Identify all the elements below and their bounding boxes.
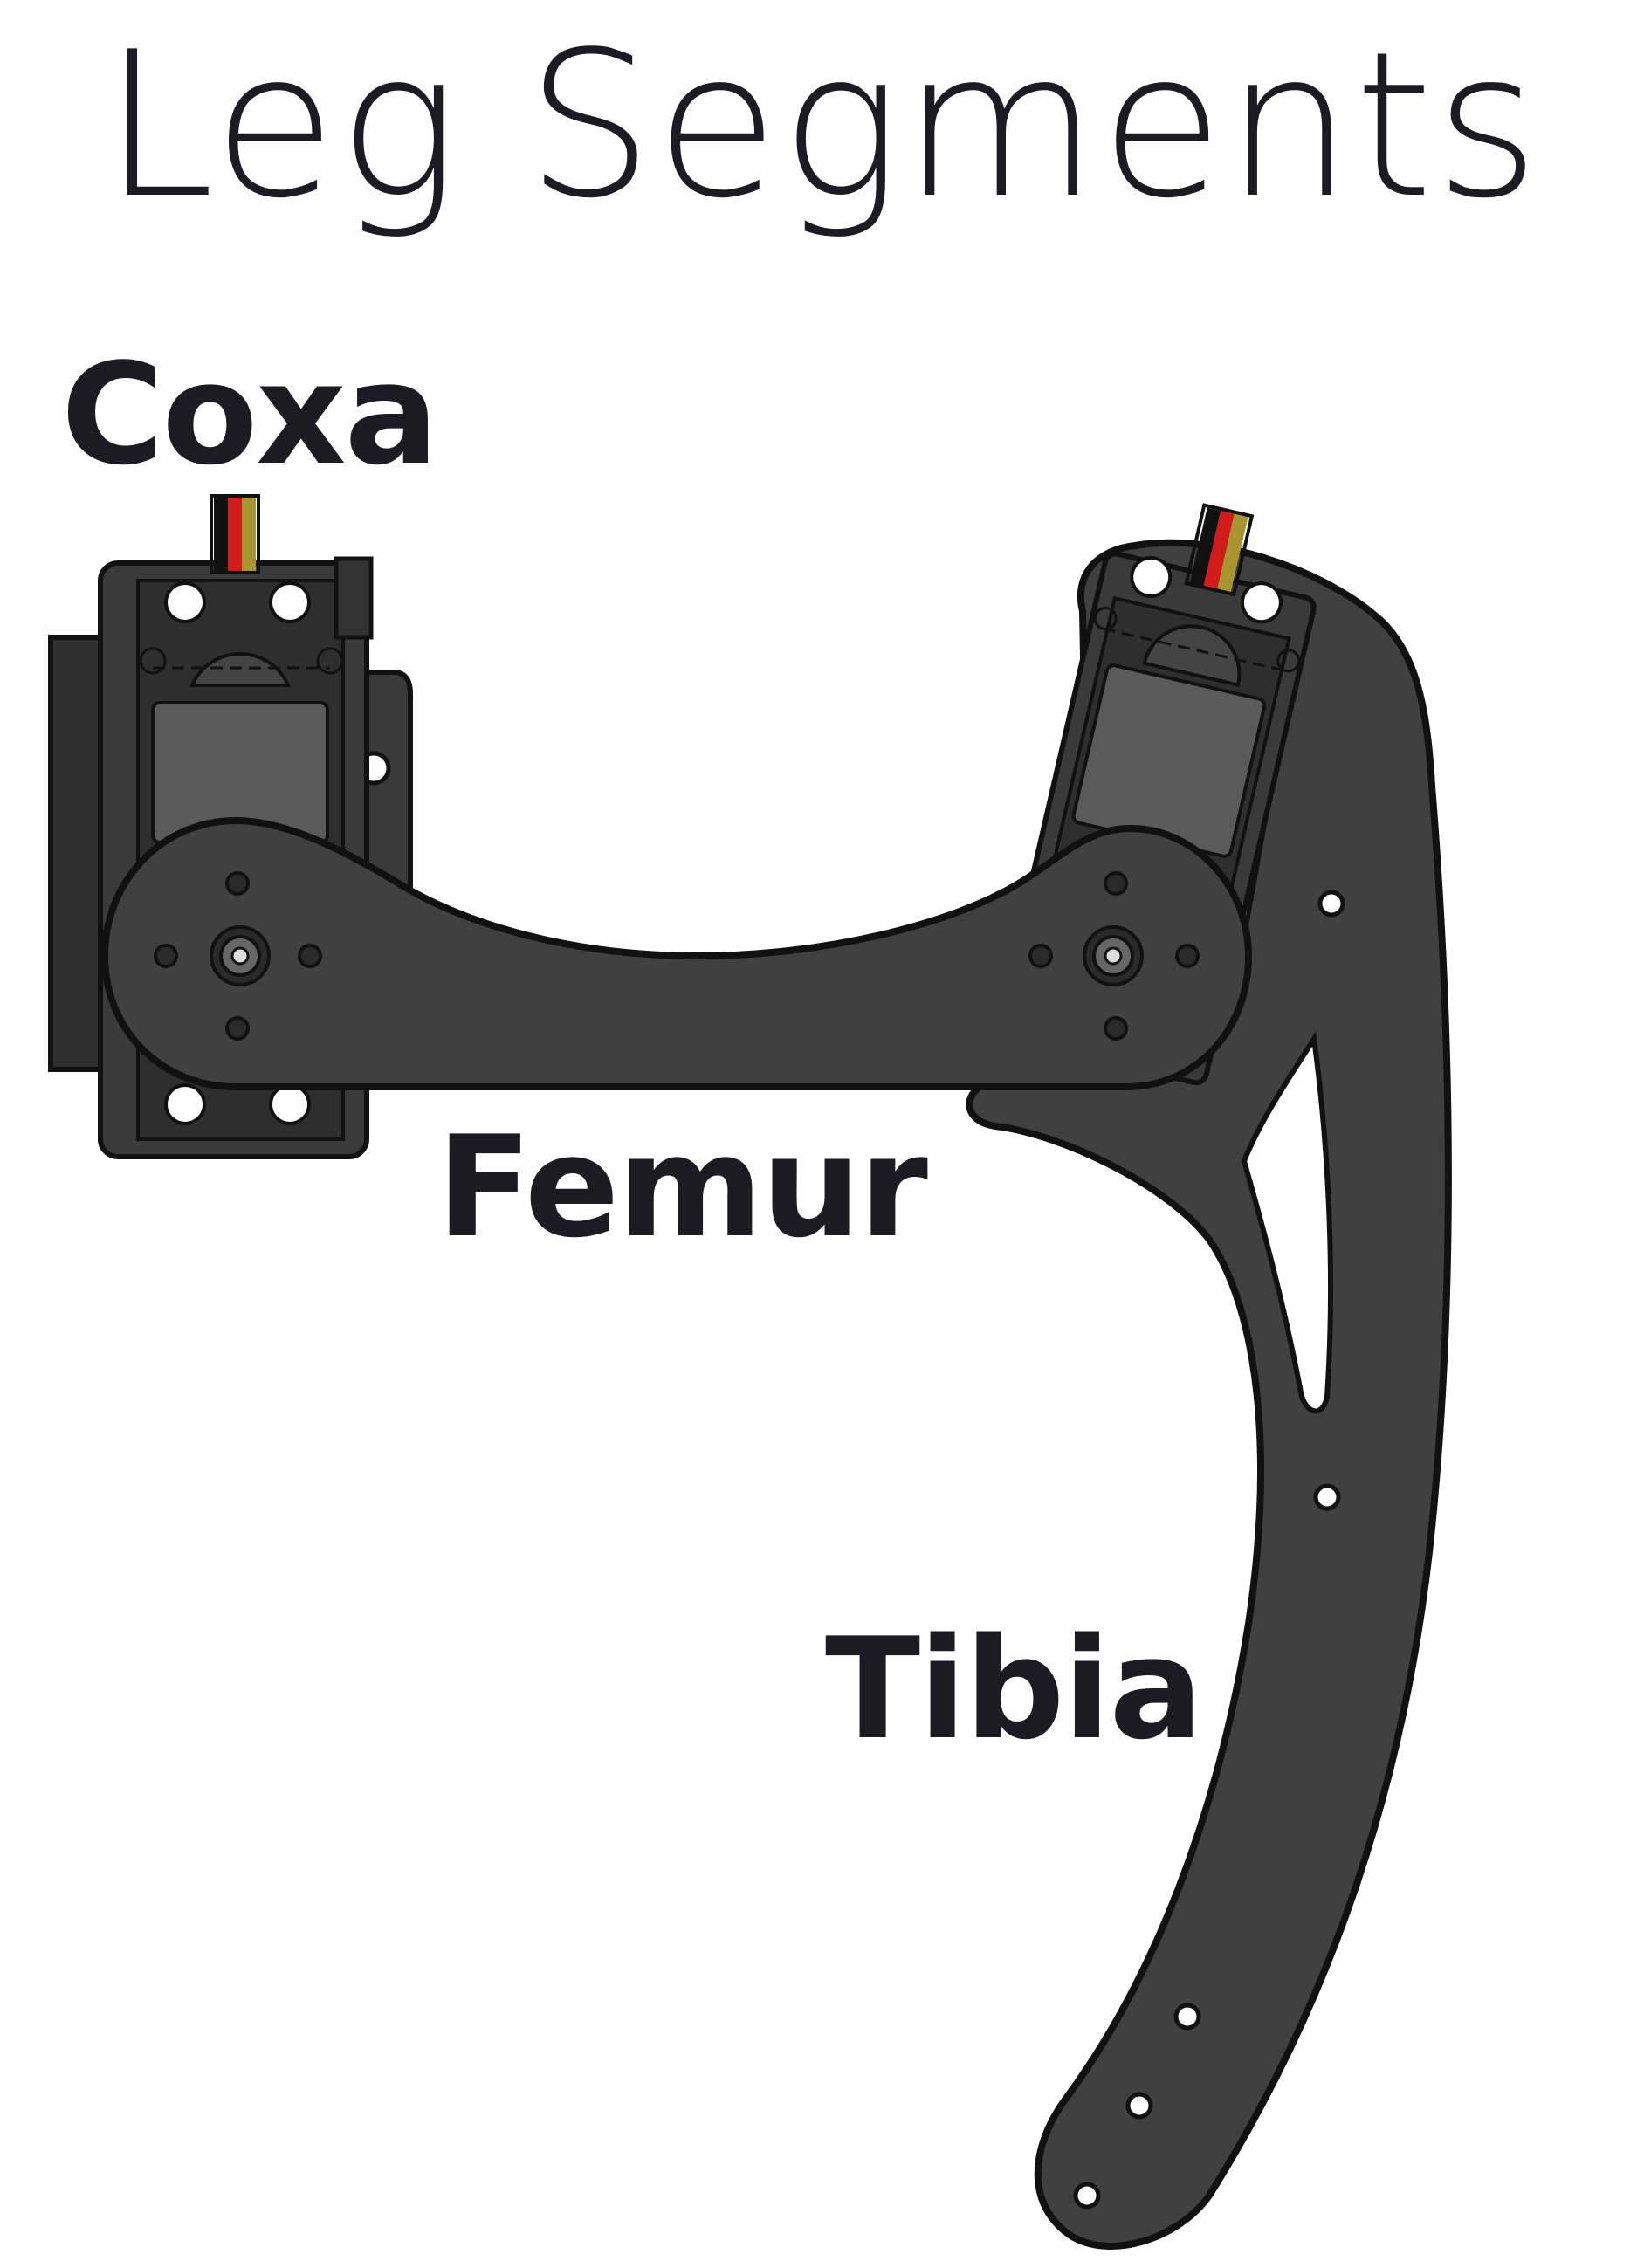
- tibia-plate: [966, 539, 1452, 2250]
- tibia-cutout: [1241, 1031, 1334, 1414]
- tibia-hole: [1317, 890, 1345, 918]
- tibia-hole: [1125, 2092, 1153, 2120]
- tibia-hole: [1073, 2182, 1101, 2210]
- femur-segment: [100, 816, 1253, 1090]
- tibia-label: Tibia: [825, 1607, 1203, 1770]
- femur-plate: [100, 816, 1253, 1090]
- diagram-title: Leg Segments: [102, 10, 1542, 243]
- femur-left-horn: [154, 871, 322, 1041]
- tibia-hole: [1313, 1483, 1341, 1511]
- tibia-hole: [1173, 2003, 1201, 2031]
- femur-label: Femur: [437, 1105, 928, 1268]
- femur-right-horn: [1028, 871, 1200, 1041]
- coxa-label: Coxa: [61, 333, 439, 496]
